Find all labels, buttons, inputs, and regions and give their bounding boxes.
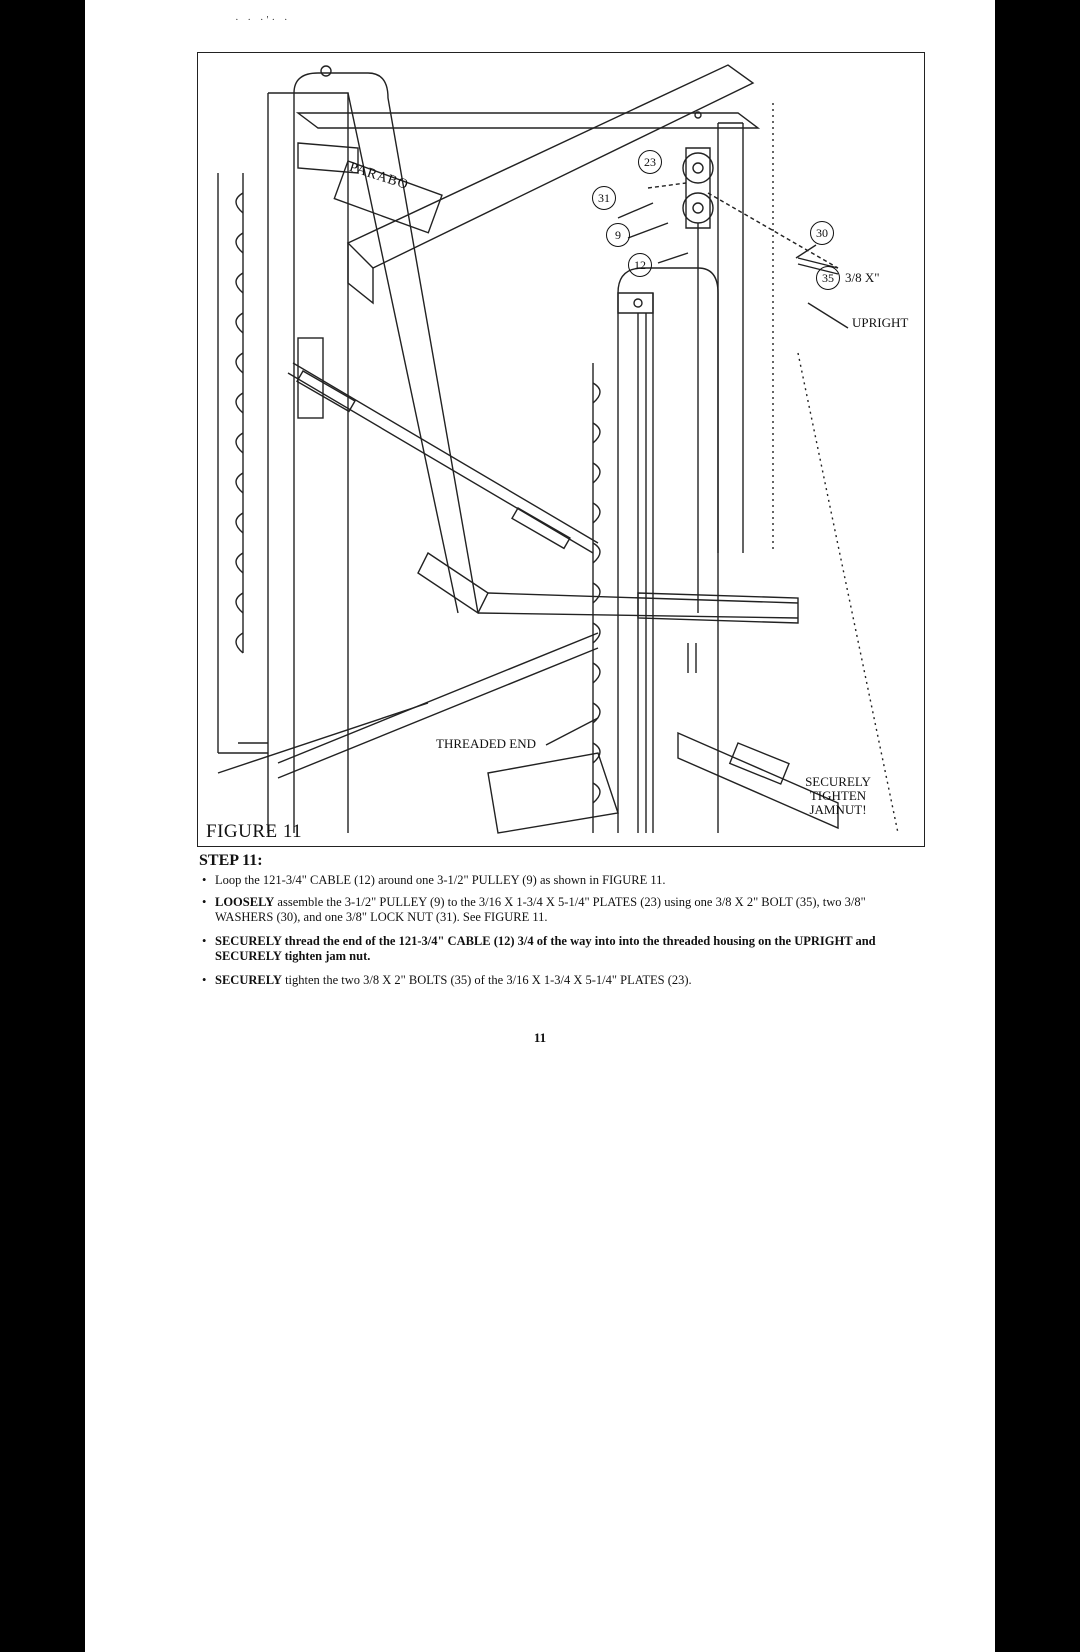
instruction-4: • SECURELY tighten the two 3/8 X 2" BOLT… <box>202 973 902 988</box>
tighten-note-line-2: TIGHTEN <box>809 788 867 803</box>
instruction-emphasis: SECURELY thread the end of the 121-3/4" … <box>215 934 876 963</box>
bullet: • <box>202 973 207 987</box>
tighten-jamnut-note: SECURELY TIGHTEN JAMNUT! <box>803 775 873 817</box>
tighten-note-line-1: SECURELY <box>805 774 871 789</box>
instruction-text: assemble the 3-1/2" PULLEY (9) to the 3/… <box>215 895 866 924</box>
manual-page: · · ·'· · <box>85 0 995 1652</box>
part-number-23: 23 <box>638 150 662 174</box>
instruction-text: tighten the two 3/8 X 2" BOLTS (35) of t… <box>281 973 692 987</box>
bullet: • <box>202 895 207 909</box>
part-number-31: 31 <box>592 186 616 210</box>
bullet: • <box>202 873 207 887</box>
figure-label: FIGURE 11 <box>206 821 303 842</box>
instruction-emphasis: SECURELY <box>215 973 282 987</box>
part-number-30: 30 <box>810 221 834 245</box>
scan-marks: · · ·'· · <box>235 14 291 26</box>
part-number-12: 12 <box>628 253 652 277</box>
figure-frame: PARABO 23 31 9 12 30 35 3/8 X" UPRIGHT T… <box>197 52 925 847</box>
instruction-text: Loop the 121-3/4" CABLE (12) around one … <box>215 873 666 887</box>
instruction-1: • Loop the 121-3/4" CABLE (12) around on… <box>202 873 902 888</box>
page-number: 11 <box>533 1030 547 1045</box>
instruction-emphasis: LOOSELY <box>215 895 275 909</box>
part-number-9: 9 <box>606 223 630 247</box>
smith-machine-illustration <box>217 64 899 834</box>
threaded-end-label: THREADED END <box>436 736 537 751</box>
step-title: STEP 11: <box>199 852 263 869</box>
bullet: • <box>202 934 207 948</box>
instruction-3: • SECURELY thread the end of the 121-3/4… <box>202 934 902 964</box>
instruction-2: • LOOSELY assemble the 3-1/2" PULLEY (9)… <box>202 895 902 925</box>
part-number-35: 35 <box>816 266 840 290</box>
tighten-note-line-3: JAMNUT! <box>809 802 867 817</box>
upright-label: UPRIGHT <box>852 315 909 330</box>
bolt-size-label: 3/8 X" <box>845 270 880 285</box>
